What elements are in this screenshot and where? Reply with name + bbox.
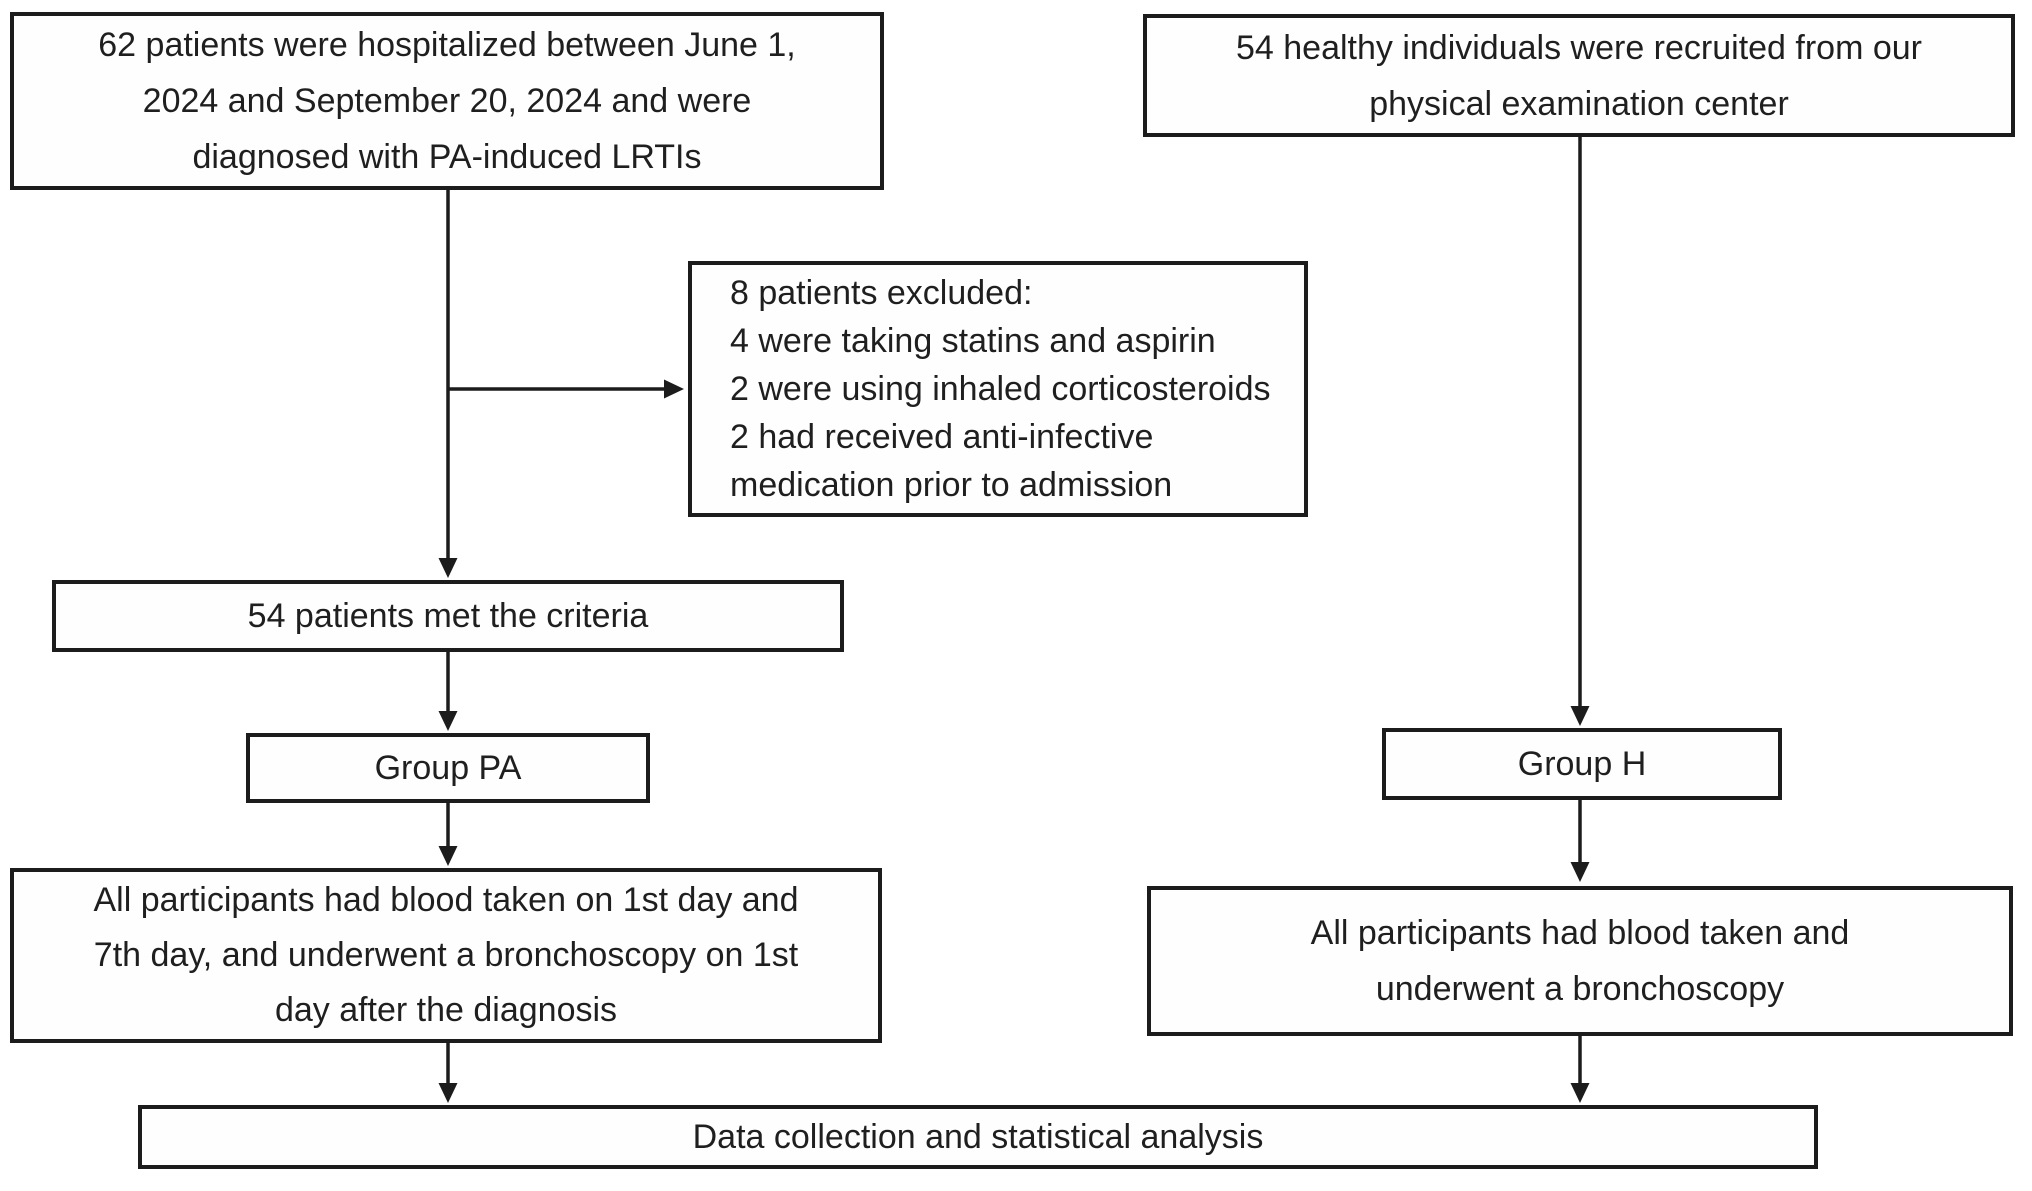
node-hospitalized-patients: 62 patients were hospitalized between Ju…	[10, 12, 884, 190]
node-sampling-pa-line-1: All participants had blood taken on 1st …	[93, 881, 799, 919]
node-sampling-pa-line-3: day after the diagnosis	[274, 991, 618, 1029]
node-analysis: Data collection and statistical analysis	[138, 1105, 1818, 1169]
node-group-h-label: Group H	[1517, 745, 1647, 783]
node-group-pa: Group PA	[246, 733, 650, 803]
connector-sampling-h-to-analysis	[1570, 1036, 1590, 1103]
node-healthy-individuals: 54 healthy individuals were recruited fr…	[1143, 14, 2015, 137]
node-healthy-line-2: physical examination center	[1369, 84, 1789, 123]
node-group-pa-label: Group PA	[374, 749, 522, 787]
node-excluded-line-4: 2 had received anti-infective	[730, 418, 1154, 456]
node-met-criteria: 54 patients met the criteria	[52, 580, 844, 652]
connector-met-criteria-to-group-pa	[438, 652, 458, 731]
node-hospitalized-line-2: 2024 and September 20, 2024 and were	[142, 82, 752, 120]
node-sampling-pa-line-2: 7th day, and underwent a bronchoscopy on…	[93, 936, 799, 974]
node-excluded-line-1: 8 patients excluded:	[730, 274, 1033, 312]
node-healthy-line-1: 54 healthy individuals were recruited fr…	[1235, 28, 1922, 67]
node-sampling-h-line-1: All participants had blood taken and	[1310, 914, 1850, 952]
node-excluded-line-3: 2 were using inhaled corticosteroids	[730, 370, 1271, 408]
node-sampling-h-line-2: underwent a bronchoscopy	[1375, 970, 1785, 1008]
node-sampling-pa: All participants had blood taken on 1st …	[10, 868, 882, 1043]
node-sampling-h: All participants had blood taken and und…	[1147, 886, 2013, 1036]
node-hospitalized-line-1: 62 patients were hospitalized between Ju…	[98, 26, 796, 64]
connector-group-h-to-sampling-h	[1570, 800, 1590, 882]
connector-group-pa-to-sampling-pa	[438, 803, 458, 866]
connector-sampling-pa-to-analysis	[438, 1043, 458, 1103]
node-excluded-line-5: medication prior to admission	[730, 466, 1173, 504]
connector-healthy-to-group-h	[1570, 137, 1590, 726]
node-analysis-label: Data collection and statistical analysis	[692, 1118, 1264, 1156]
node-hospitalized-line-3: diagnosed with PA-induced LRTIs	[192, 138, 702, 176]
node-group-h: Group H	[1382, 728, 1782, 800]
node-met-criteria-label: 54 patients met the criteria	[247, 597, 649, 635]
connector-hospitalized-to-met-criteria	[438, 190, 458, 578]
connector-hospitalized-to-excluded	[448, 379, 684, 399]
node-excluded-patients: 8 patients excluded: 4 were taking stati…	[688, 261, 1308, 517]
node-excluded-line-2: 4 were taking statins and aspirin	[730, 322, 1216, 360]
